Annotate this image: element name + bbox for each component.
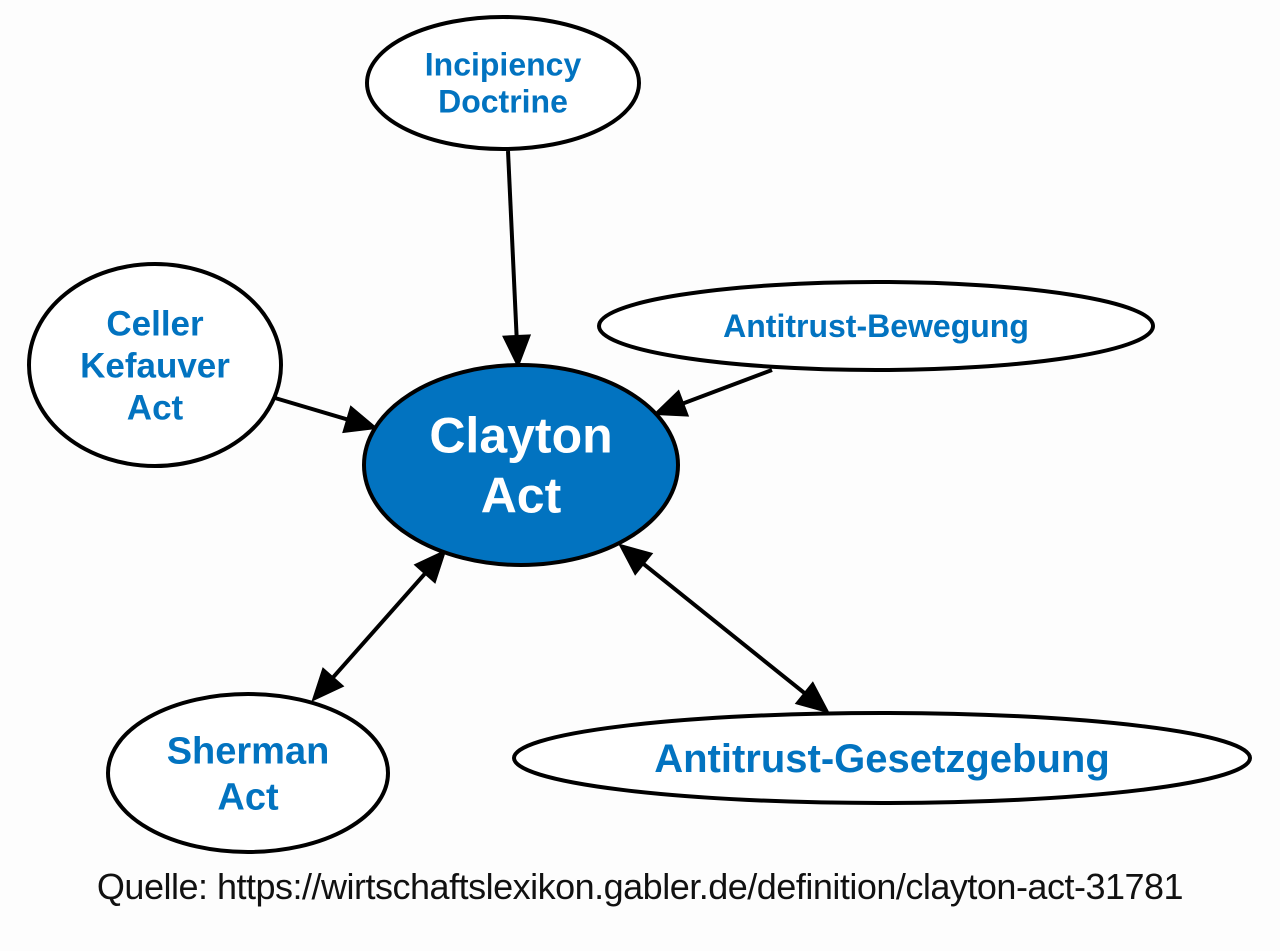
edge-clayton-sherman: [311, 549, 447, 702]
source-caption: Quelle: https://wirtschaftslexikon.gable…: [96, 866, 1184, 907]
edge-bewegung-clayton: [652, 368, 773, 417]
edge-clayton-gesetzgebung: [618, 543, 830, 714]
arrowhead-icon: [502, 334, 532, 369]
node-label: Celler: [106, 304, 204, 343]
node-ellipse: [106, 692, 390, 854]
node-label: Act: [217, 776, 279, 818]
node-label: Act: [127, 388, 184, 427]
arrowhead-icon: [413, 549, 447, 584]
node-label: Antitrust-Gesetzgebung: [654, 737, 1110, 781]
edge-celler-clayton: [274, 396, 379, 434]
edge-line: [678, 368, 773, 407]
edge-incipiency-clayton: [502, 150, 532, 369]
edge-line: [639, 559, 809, 698]
edge-line: [328, 569, 430, 682]
node-bewegung[interactable]: Antitrust-Bewegung: [597, 280, 1155, 372]
edge-line: [506, 150, 519, 341]
node-ellipse: [362, 363, 680, 567]
node-label: Incipiency: [425, 47, 582, 83]
node-label: Clayton: [429, 408, 612, 464]
node-gesetzgebung[interactable]: Antitrust-Gesetzgebung: [512, 711, 1252, 805]
node-label: Kefauver: [80, 346, 230, 385]
node-label: Act: [481, 468, 562, 524]
edge-line: [274, 396, 352, 423]
arrowhead-icon: [652, 389, 690, 417]
node-label: Sherman: [167, 730, 330, 772]
node-label: Antitrust-Bewegung: [723, 308, 1029, 344]
arrowhead-icon: [794, 681, 830, 714]
edges-layer: [274, 150, 830, 714]
arrowhead-icon: [342, 405, 379, 434]
arrowhead-icon: [618, 543, 654, 576]
node-ellipse: [365, 15, 641, 151]
node-ellipse: [597, 280, 1155, 372]
node-ellipse: [512, 711, 1252, 805]
node-label: Doctrine: [438, 84, 568, 120]
node-ellipse: [27, 262, 283, 468]
arrowhead-icon: [311, 667, 345, 702]
nodes-layer: ClaytonActIncipiencyDoctrineCellerKefauv…: [27, 15, 1252, 854]
